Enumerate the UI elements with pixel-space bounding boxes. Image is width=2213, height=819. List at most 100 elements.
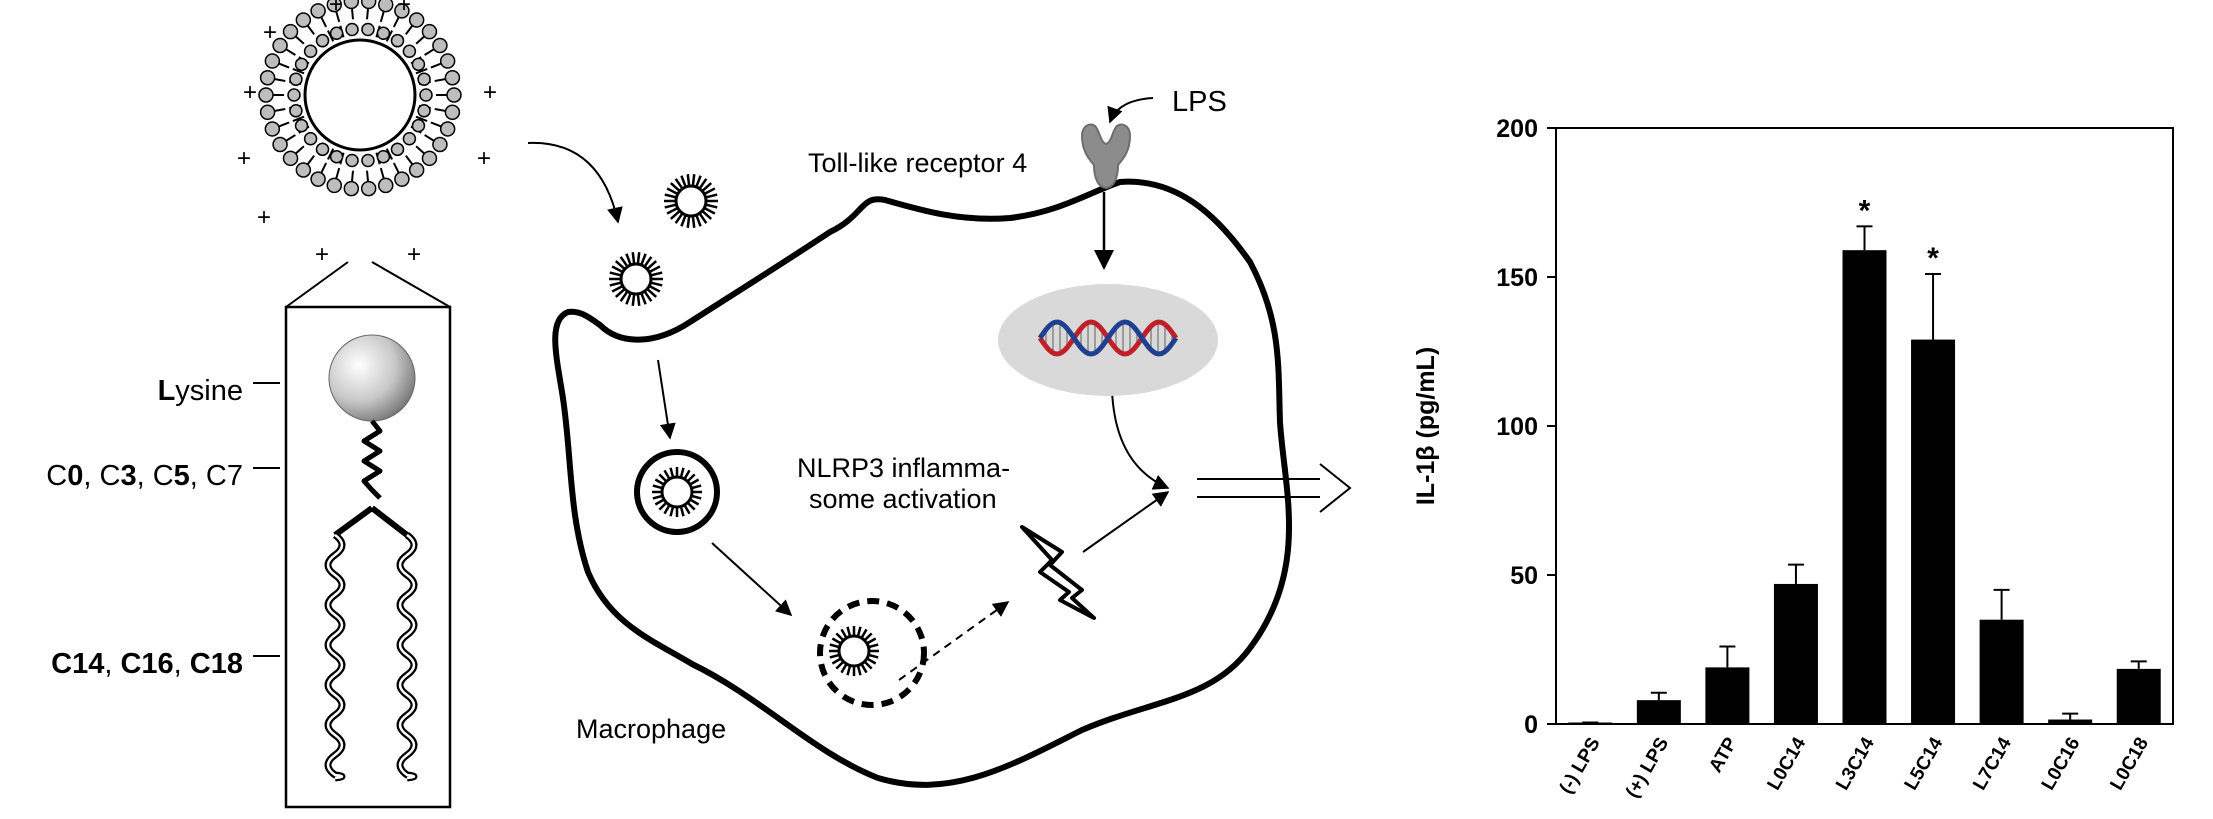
- vesicle-lipid: [669, 467, 675, 478]
- lipid-tail: [350, 170, 354, 183]
- y-axis-label: IL-1β (pg/mL): [1412, 347, 1440, 505]
- lipid-tail: [415, 34, 426, 45]
- vesicle-lipid: [631, 293, 636, 306]
- vesicle-lipid: [829, 643, 840, 649]
- x-tick-label: L5C14: [1901, 734, 1948, 794]
- lipid-head-outer: [439, 121, 456, 137]
- vesicle-lipid: [625, 253, 632, 266]
- vesicle-lipid: [663, 504, 671, 515]
- output-arrow-head: [1319, 463, 1352, 513]
- lipid-head-inner: [417, 104, 431, 118]
- lipid-head-outer: [421, 23, 438, 40]
- x-tick-label: ATP: [1705, 734, 1742, 776]
- vesicle-lipid: [860, 663, 868, 674]
- vesicle-lipid: [679, 506, 685, 517]
- lipid-head-inner: [417, 72, 431, 86]
- label-run: 5: [174, 460, 190, 492]
- vesicle-lipid: [866, 657, 877, 665]
- lipid-head-outer: [258, 87, 274, 103]
- vesicle-lipid: [674, 212, 684, 224]
- tlr4-label: Toll-like receptor 4: [808, 148, 1027, 178]
- branch-right: [370, 505, 409, 538]
- vesicle-lipid: [654, 478, 665, 486]
- label-run: C16: [120, 648, 173, 680]
- lipid-tail: [334, 10, 341, 23]
- vesicle-lipid: [674, 178, 684, 190]
- plus-sign: +: [329, 0, 343, 18]
- lipid-head-outer: [310, 3, 326, 19]
- lipid-tail: [415, 68, 428, 75]
- label-run: L: [158, 375, 176, 407]
- lipid-head-inner: [303, 132, 318, 146]
- lipid-head-outer: [432, 37, 448, 54]
- vesicle-lipid: [679, 467, 685, 478]
- label-run: 0: [67, 460, 83, 492]
- vesicle-lipid: [609, 271, 622, 277]
- dna-strand-blue: [1037, 319, 1179, 357]
- lipid-head-outer: [394, 171, 410, 187]
- vesicle-lipid: [868, 653, 879, 659]
- lipid-tail: [415, 115, 428, 122]
- lipid-tail: [405, 155, 414, 166]
- vesicle-lipid: [698, 178, 708, 190]
- vesicle-core: [660, 475, 694, 509]
- vesicle-lipid: [835, 632, 845, 642]
- x-tick-label: L3C14: [1832, 734, 1879, 794]
- lipid-tail: [273, 107, 286, 113]
- vesicle-lipid: [691, 174, 696, 187]
- vesicle-lipid: [640, 253, 647, 266]
- arrow-to-endosome: [657, 359, 676, 440]
- label-run: , C: [83, 460, 120, 492]
- lipid-head-outer: [282, 23, 299, 40]
- vesicle-lipid: [846, 665, 852, 676]
- macrophage-membrane: [552, 178, 1292, 788]
- vesicle-lipid: [705, 203, 718, 209]
- label-run: C14: [51, 648, 104, 680]
- lipid-head-outer: [282, 150, 299, 167]
- lipid-head-outer: [432, 136, 448, 153]
- lipid-tail: [430, 121, 443, 128]
- nlrp3-label-line1: NLRP3 inflamma-: [797, 453, 1010, 483]
- vesicle-lipid: [669, 210, 681, 220]
- bar-lps: [1636, 700, 1681, 724]
- vesicle-lipid: [652, 484, 663, 490]
- arrow-to-escape: [711, 542, 793, 617]
- lipid-tail: [292, 115, 305, 122]
- label-run: , C: [190, 460, 227, 492]
- vesicle-lipid: [666, 187, 679, 196]
- lipid-head-outer: [310, 171, 326, 187]
- vesicle-lipid: [689, 478, 700, 486]
- plus-sign: +: [397, 0, 411, 18]
- vesicle-lipid: [614, 260, 626, 270]
- lipid-head-inner: [329, 26, 344, 41]
- label-run: ysine: [175, 375, 243, 407]
- x-tick-label: L7C14: [1969, 734, 2016, 794]
- lipid-head-inner: [287, 88, 301, 102]
- vesicle-lipid: [695, 175, 702, 188]
- lipid-head-inner: [315, 33, 330, 48]
- x-tick-label: (+) LPS: [1622, 734, 1673, 802]
- vesicle-core: [674, 184, 708, 218]
- lipid-tail: [434, 77, 447, 83]
- vesicle-lipid: [829, 653, 840, 659]
- vesicle-lipid: [686, 473, 696, 483]
- lipid-head-inner: [315, 142, 330, 157]
- lipid-head-inner: [345, 22, 359, 37]
- arrow-lps-to-receptor: [1107, 97, 1154, 124]
- significance-marker: *: [1927, 242, 1939, 275]
- label-run: 7: [227, 460, 243, 492]
- lipid-head-outer: [377, 177, 394, 194]
- lipid-head-outer: [326, 177, 343, 194]
- lipid-tail: [306, 155, 315, 166]
- bar-l5c14: [1911, 339, 1956, 724]
- lipid-head-inner: [402, 44, 417, 58]
- vesicle-lipid: [863, 632, 873, 642]
- lipid-tail: [379, 167, 386, 180]
- linker-chain: [361, 419, 383, 500]
- x-tick-label: L0C16: [2038, 734, 2085, 794]
- vesicle-lipid: [646, 260, 658, 270]
- lipid-tail: [379, 10, 386, 23]
- bar-l0c14: [1773, 583, 1818, 724]
- vesicle-lipid: [680, 214, 687, 227]
